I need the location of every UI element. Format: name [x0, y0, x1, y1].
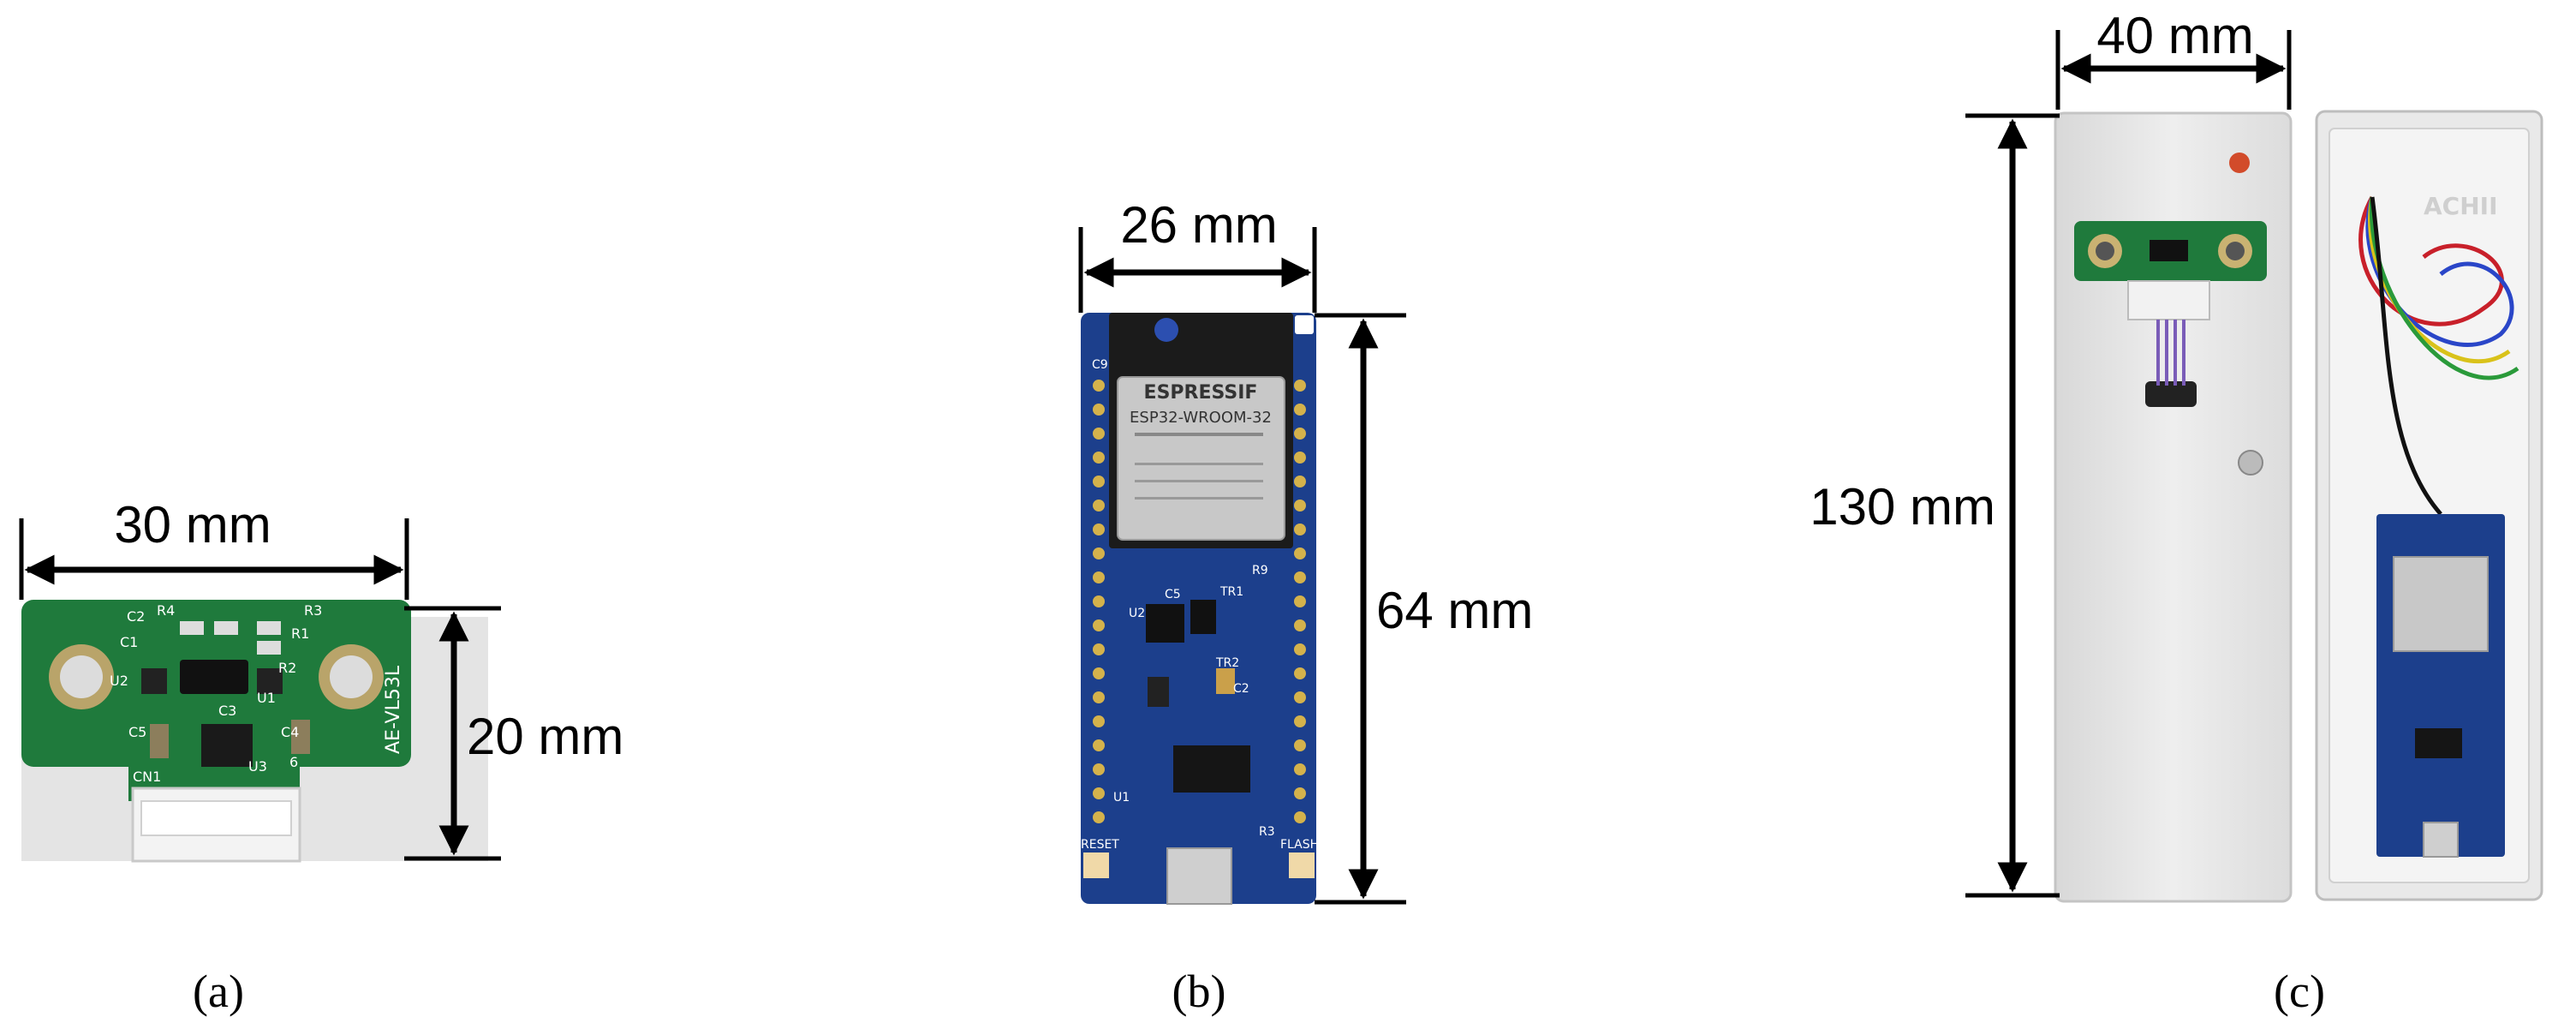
- width-label-a: 30 mm: [114, 496, 271, 553]
- silk-c2: C2: [127, 608, 145, 625]
- wire-green: [2369, 196, 2519, 380]
- width-label-b: 26 mm: [1120, 196, 1277, 254]
- silk-c1: C1: [120, 634, 138, 650]
- caption-c: (c): [2274, 966, 2325, 1017]
- silk-u3: U3: [248, 758, 267, 775]
- module-model: ESP32-WROOM-32: [1130, 409, 1272, 427]
- panel-c: ACHII 40 mm 130 mm (c): [1810, 7, 2543, 1017]
- silk-cn1: CN1: [133, 769, 161, 785]
- silk-c5: C5: [128, 724, 146, 740]
- silk-c2: C2: [1233, 682, 1249, 696]
- status-led: [2229, 153, 2250, 173]
- height-label-b: 64 mm: [1376, 582, 1533, 639]
- right-pin-header: [1294, 380, 1306, 823]
- panel-b: ESPRESSIF ESP32-WROOM-32: [1078, 196, 1533, 1017]
- panel-a: C2 R4 R3 C1 R1 R2 U2 U1 C3 C5 C4 U3 CN1 …: [19, 496, 623, 1017]
- silk-c3: C3: [218, 703, 236, 719]
- closed-enclosure: [2054, 111, 2293, 903]
- silk-u1: U1: [1113, 791, 1130, 805]
- silk-u2: U2: [1129, 607, 1145, 620]
- silk-r4: R4: [157, 602, 175, 619]
- silk-r1: R1: [291, 625, 309, 642]
- silk-c9: C9: [1092, 358, 1108, 372]
- silk-c5: C5: [1165, 588, 1181, 601]
- silk-r2: R2: [278, 660, 296, 676]
- height-label-a: 20 mm: [467, 708, 623, 765]
- module-brand: ESPRESSIF: [1144, 382, 1258, 404]
- silk-r3: R3: [1259, 825, 1275, 839]
- silk-u2: U2: [110, 673, 128, 689]
- sensor-board-name: AE-VL53L: [383, 665, 404, 754]
- enclosure-brand: ACHII: [2424, 192, 2498, 220]
- usb-uart-chip: [1173, 745, 1250, 793]
- silk-r9: R9: [1252, 564, 1268, 577]
- left-pin-header: [1093, 380, 1105, 823]
- silk-tr1: TR1: [1219, 585, 1243, 599]
- silk-c4: C4: [281, 724, 299, 740]
- reset-button: [1083, 853, 1109, 878]
- caption-a: (a): [193, 966, 244, 1017]
- cable-slot: [2145, 381, 2197, 407]
- silk-r3: R3: [304, 602, 322, 619]
- screw: [2238, 450, 2263, 476]
- caption-b: (b): [1172, 966, 1226, 1017]
- open-enclosure: ACHII: [2315, 110, 2543, 901]
- silk-u1: U1: [257, 690, 276, 706]
- esp32-board: ESPRESSIF ESP32-WROOM-32: [1081, 313, 1319, 905]
- sensor-pcb: C2 R4 R3 C1 R1 R2 U2 U1 C3 C5 C4 U3 CN1 …: [21, 600, 411, 801]
- height-label-c: 130 mm: [1810, 478, 1995, 535]
- silk-pin6: 6: [289, 754, 298, 770]
- silk-reset: RESET: [1081, 838, 1119, 852]
- wire-black: [2370, 196, 2442, 516]
- flash-button: [1289, 853, 1315, 878]
- silk-flash: FLASH: [1280, 838, 1319, 852]
- wire-red: [2358, 195, 2504, 326]
- silk-tr2: TR2: [1215, 656, 1239, 670]
- micro-usb-port: [1166, 847, 1232, 905]
- logo-badge: [1295, 315, 1314, 334]
- width-label-c: 40 mm: [2096, 7, 2253, 64]
- wire-blue: [2365, 196, 2514, 347]
